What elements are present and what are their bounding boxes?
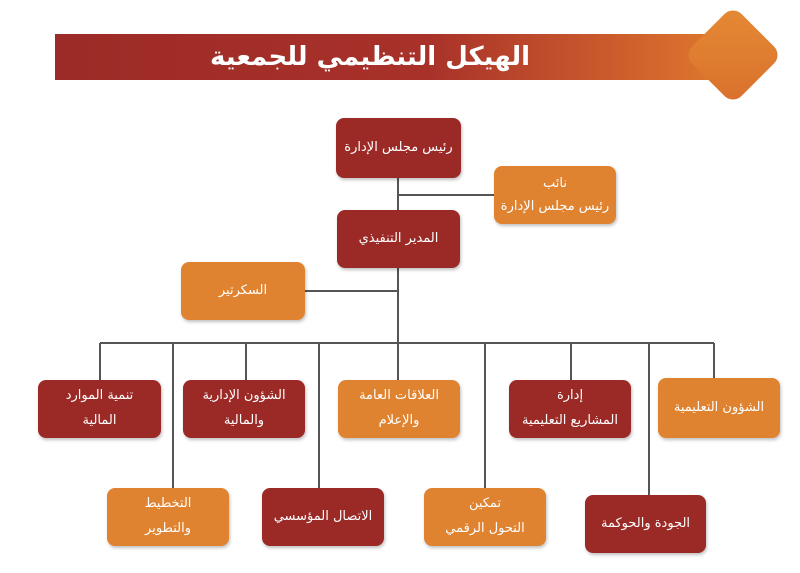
node-public-relations-media: العلاقات العامة والإعلام — [338, 380, 460, 438]
node-planning-development-line1: التخطيط — [144, 496, 192, 512]
node-institutional-communication: الاتصال المؤسسي — [262, 488, 384, 546]
node-admin-financial-affairs-line1: الشؤون الإدارية — [202, 388, 286, 404]
node-chairman-label: رئيس مجلس الإدارة — [344, 139, 453, 155]
node-institutional-communication-label: الاتصال المؤسسي — [273, 508, 373, 524]
node-public-relations-media-line1: العلاقات العامة — [359, 388, 439, 404]
node-vice-chair-line1: نائب — [543, 175, 567, 191]
node-educational-affairs: الشؤون التعليمية — [658, 378, 780, 438]
title-banner — [55, 34, 735, 80]
node-secretary-label: السكرتير — [218, 282, 268, 298]
node-secretary: السكرتير — [181, 262, 305, 320]
node-vice-chair: نائب رئيس مجلس الإدارة — [494, 166, 616, 224]
node-public-relations-media-line2: والإعلام — [378, 413, 420, 428]
node-resource-development-line1: تنمية الموارد — [65, 388, 134, 404]
node-resource-development: تنمية الموارد المالية — [38, 380, 161, 438]
node-resource-development-line2: المالية — [82, 413, 117, 428]
node-educational-projects-management-line2: المشاريع التعليمية — [522, 413, 618, 428]
node-admin-financial-affairs: الشؤون الإدارية والمالية — [183, 380, 305, 438]
node-planning-development: التخطيط والتطوير — [107, 488, 229, 546]
node-digital-transformation-line2: التحول الرقمي — [445, 521, 525, 536]
node-digital-transformation: تمكين التحول الرقمي — [424, 488, 546, 546]
node-quality-governance: الجودة والحوكمة — [585, 495, 706, 553]
node-chairman: رئيس مجلس الإدارة — [336, 118, 461, 178]
node-quality-governance-label: الجودة والحوكمة — [600, 515, 691, 531]
node-executive-director: المدير التنفيذي — [337, 210, 460, 268]
node-executive-director-label: المدير التنفيذي — [358, 230, 439, 246]
node-educational-projects-management-line1: إدارة — [556, 388, 584, 404]
node-planning-development-line2: والتطوير — [145, 521, 191, 536]
node-educational-affairs-label: الشؤون التعليمية — [673, 399, 765, 415]
node-vice-chair-line2: رئيس مجلس الإدارة — [500, 199, 610, 214]
node-educational-projects-management: إدارة المشاريع التعليمية — [509, 380, 631, 438]
node-digital-transformation-line1: تمكين — [468, 496, 502, 512]
page-title: الهيكل التنظيمي للجمعية — [209, 42, 531, 72]
node-admin-financial-affairs-line2: والمالية — [223, 413, 265, 428]
